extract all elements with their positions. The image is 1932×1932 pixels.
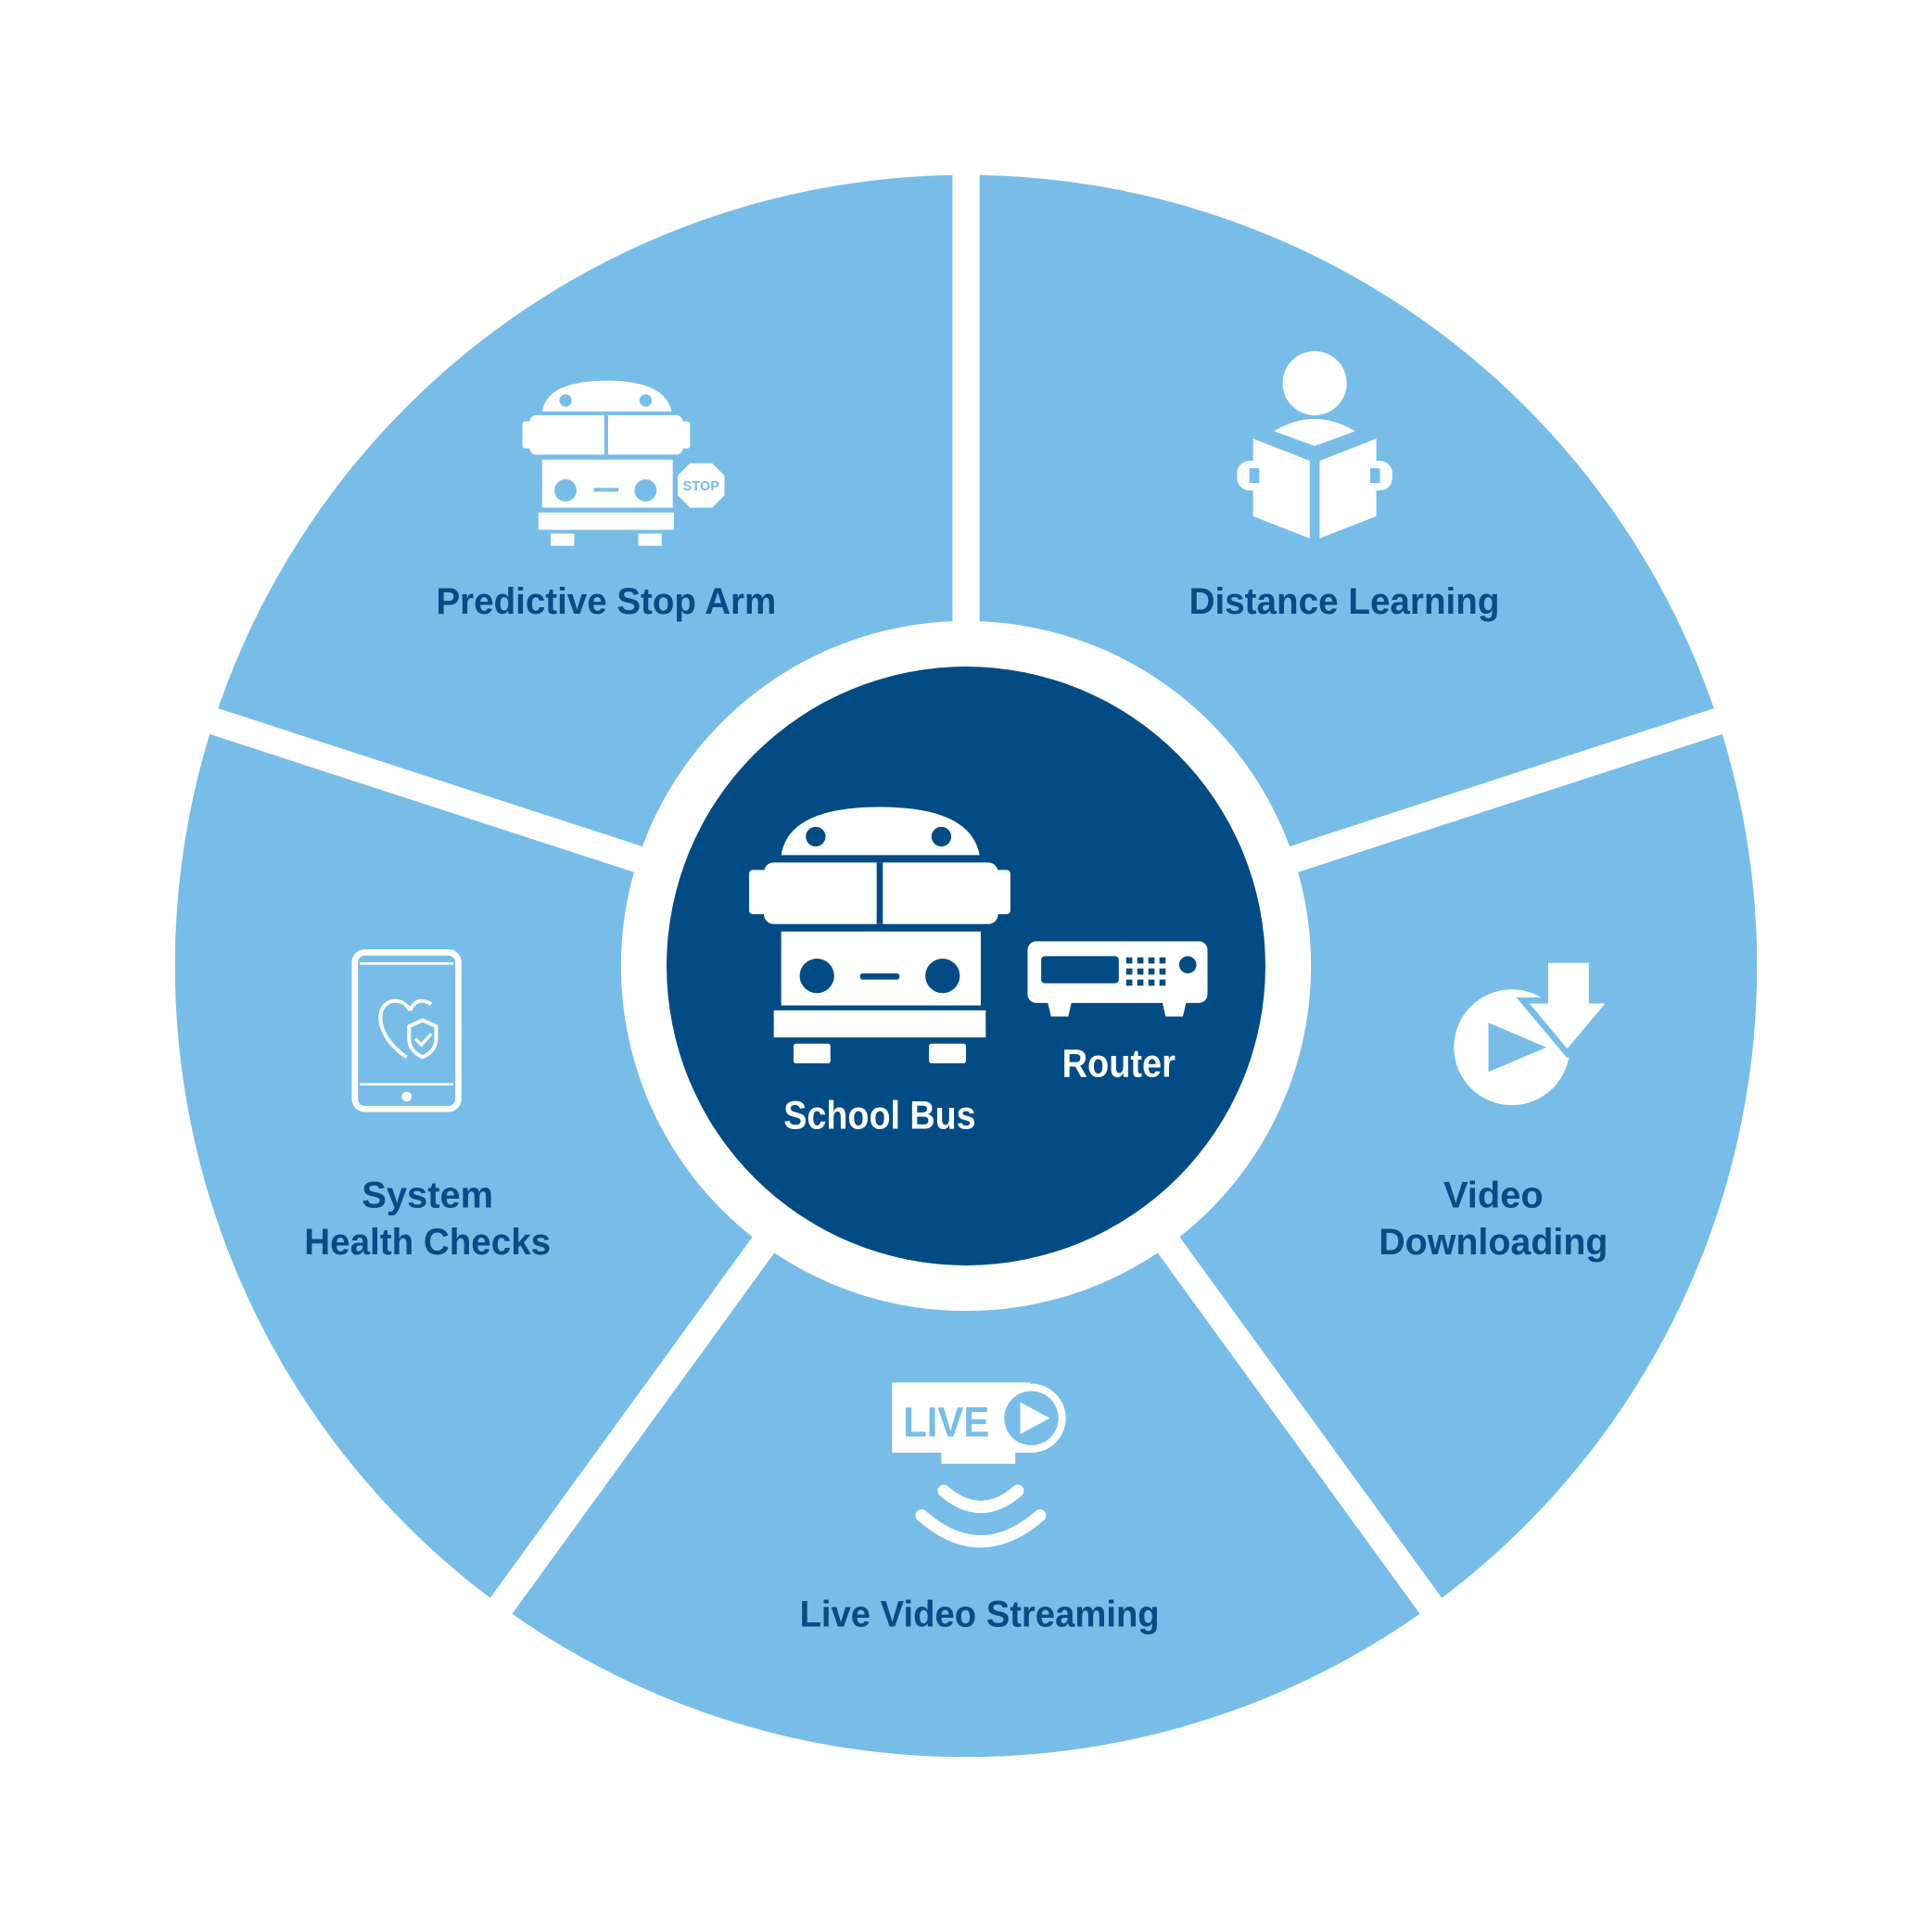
live-stream-icon: LIVE [892, 1382, 1066, 1548]
segment-dividers [178, 147, 1754, 1641]
live-video-streaming-label: Live Video Streaming [800, 1594, 1160, 1634]
school-bus-label: School Bus [783, 1093, 975, 1138]
video-download-icon [1454, 957, 1619, 1106]
stop-sign-text: STOP [682, 479, 719, 494]
live-text: LIVE [903, 1399, 989, 1446]
predictive-stop-arm-label: Predictive Stop Arm [436, 581, 776, 622]
router-icon [1027, 941, 1208, 1017]
router-label: Router [1062, 1042, 1176, 1087]
video-downloading-label-line1: Video [1443, 1176, 1544, 1216]
tablet-health-icon [351, 949, 462, 1112]
system-health-checks-label-line1: System [362, 1176, 493, 1216]
reading-person-icon [1237, 350, 1392, 539]
distance-learning-label: Distance Learning [1189, 581, 1500, 622]
school-bus-icon [749, 807, 1010, 1063]
video-downloading-label-line2: Downloading [1379, 1222, 1608, 1263]
system-health-checks-label-line2: Health Checks [304, 1222, 551, 1263]
bus-stop-arm-icon: STOP [522, 380, 725, 546]
